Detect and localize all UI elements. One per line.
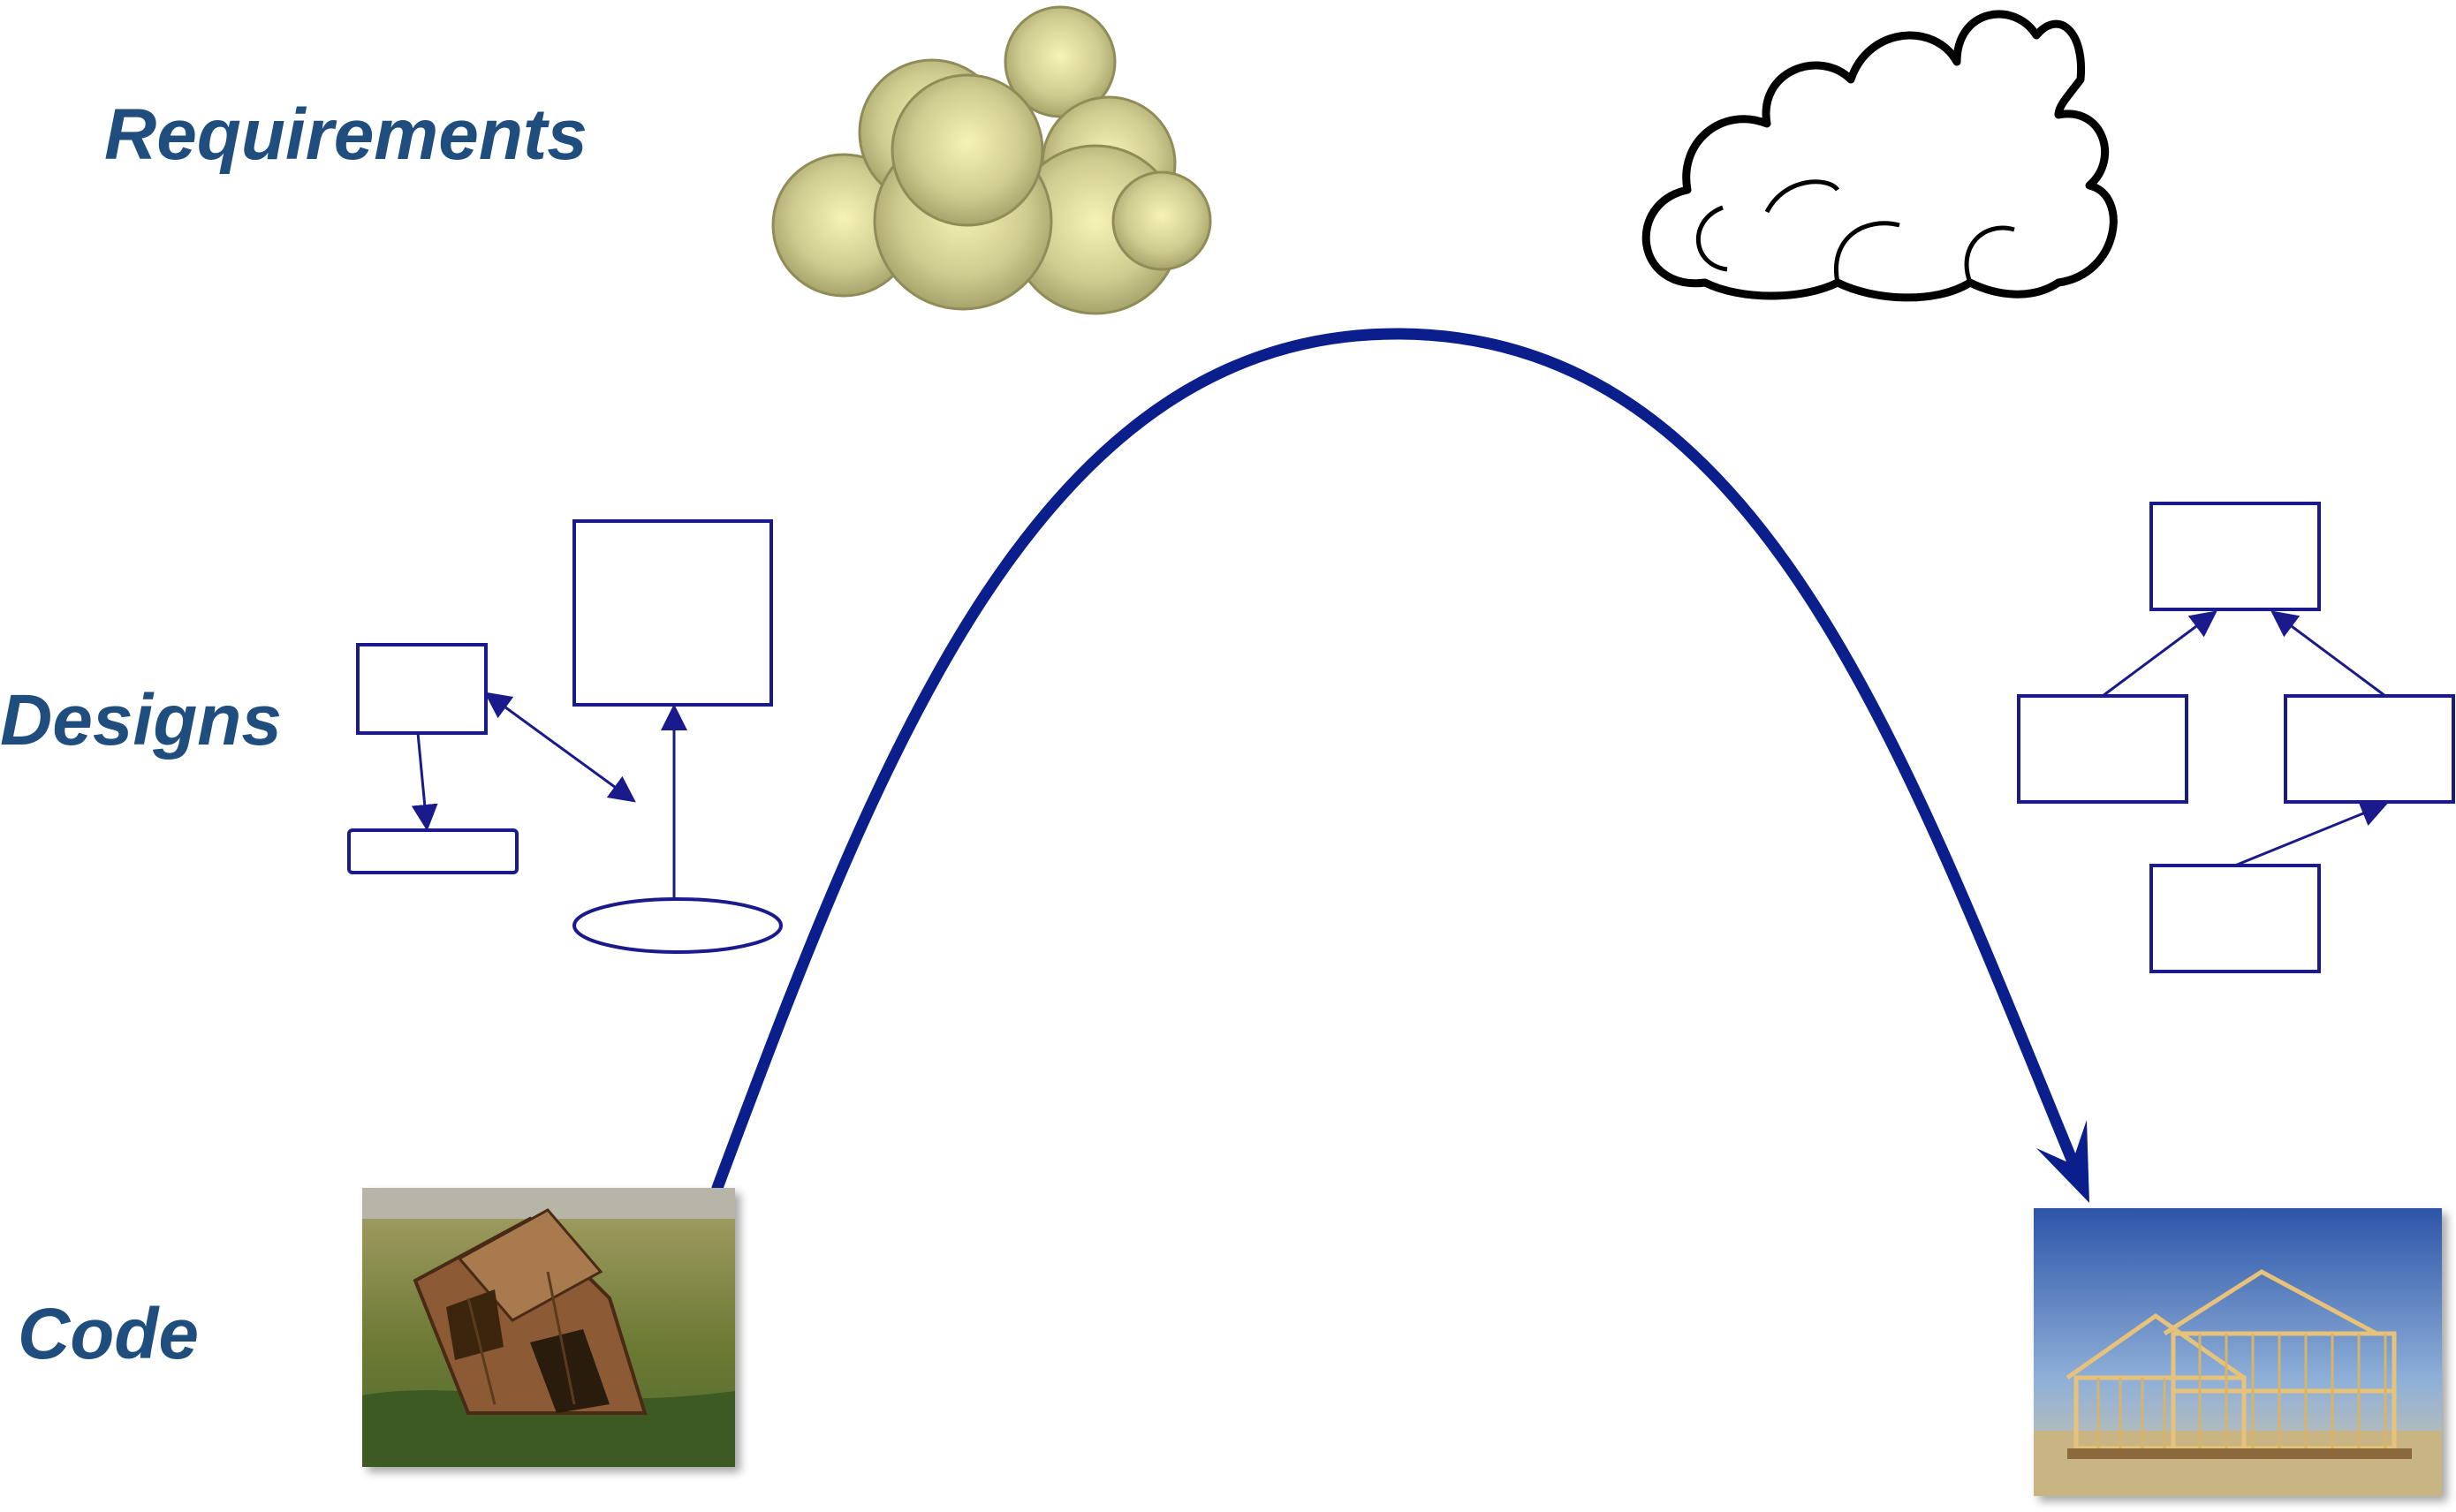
design-connector [411,732,438,831]
requirements-label: Requirements [104,94,587,175]
collapsed-barn-photo [362,1188,735,1467]
design-ellipse [572,897,783,954]
design-box-large [572,519,773,707]
design-connector [484,692,636,803]
design-box-small [356,643,488,735]
code-label: Code [18,1294,199,1374]
designs-label: Designs [0,680,282,760]
design-connector [2270,610,2386,698]
design-box-bottom [2149,864,2321,973]
filled-cloud-icon [771,5,1212,315]
right-design-diagram [2017,502,2455,973]
left-design-diagram [347,519,783,954]
outline-cloud-icon [1641,10,2118,302]
arc-arrowhead [2036,1120,2089,1203]
design-box-flat [347,828,519,874]
design-box-top [2149,502,2321,611]
house-framing-photo [2034,1208,2442,1496]
transformation-arc [711,328,2082,1194]
design-connector [2102,610,2217,698]
design-box-left [2017,694,2188,804]
design-connector [2234,801,2388,867]
design-box-right [2284,694,2455,804]
